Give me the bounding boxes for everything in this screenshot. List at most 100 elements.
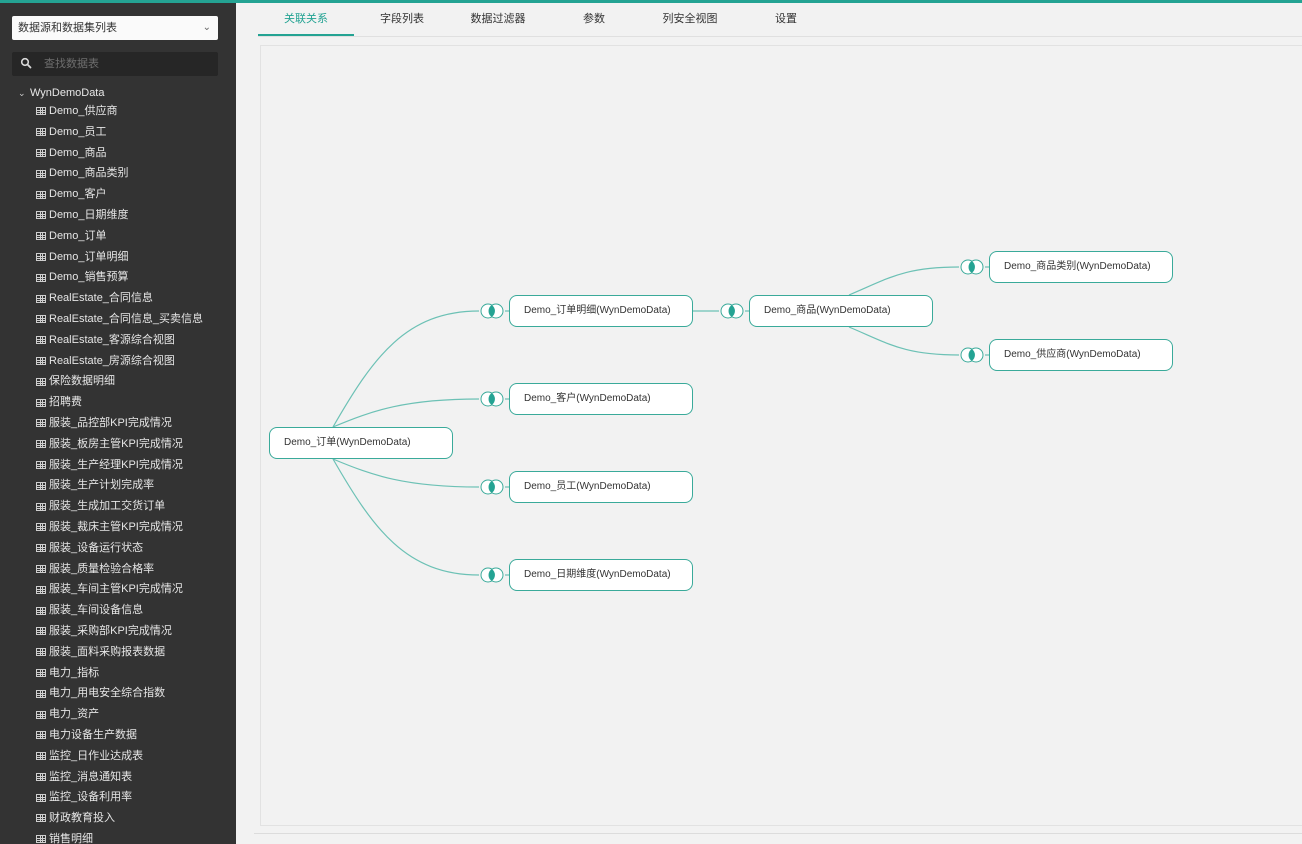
tab-3[interactable]: 参数 xyxy=(583,13,605,25)
table-list-item[interactable]: Demo_销售预算 xyxy=(36,267,203,288)
table-list-item[interactable]: 财政教育投入 xyxy=(36,808,203,829)
table-node-order[interactable]: Demo_订单(WynDemoData) xyxy=(269,427,453,459)
table-list-item[interactable]: 服装_板房主管KPI完成情况 xyxy=(36,434,203,455)
tab-0[interactable]: 关联关系 xyxy=(258,3,354,36)
table-icon xyxy=(36,294,46,303)
search-input[interactable]: 查找数据表 xyxy=(12,52,218,76)
tab-2[interactable]: 数据过滤器 xyxy=(470,13,526,25)
relationship-link[interactable] xyxy=(332,310,480,428)
table-list-item-label: RealEstate_合同信息_买卖信息 xyxy=(49,312,204,325)
table-list-item[interactable]: Demo_客户 xyxy=(36,184,203,205)
relationship-link[interactable] xyxy=(332,398,480,428)
table-list-item[interactable]: Demo_订单明细 xyxy=(36,247,203,268)
table-list-item-label: Demo_日期维度 xyxy=(49,208,129,221)
table-icon xyxy=(36,169,46,178)
table-list-item-label: 服装_采购部KPI完成情况 xyxy=(49,624,172,637)
inner-join-icon[interactable] xyxy=(479,567,505,583)
table-list-item[interactable]: RealEstate_合同信息_买卖信息 xyxy=(36,309,203,330)
table-list-item-label: Demo_客户 xyxy=(49,188,107,201)
bottom-divider xyxy=(254,833,1302,834)
table-icon xyxy=(36,752,46,761)
relationship-link[interactable] xyxy=(332,458,480,576)
datasource-select[interactable]: 数据源和数据集列表 ⌄ xyxy=(12,16,218,40)
relationship-link[interactable] xyxy=(848,266,960,296)
table-list-item[interactable]: 保险数据明细 xyxy=(36,371,203,392)
table-icon xyxy=(36,481,46,490)
table-list-item-label: RealEstate_客源综合视图 xyxy=(49,333,175,346)
table-list-item[interactable]: 监控_消息通知表 xyxy=(36,767,203,788)
table-list-item[interactable]: 招聘费 xyxy=(36,392,203,413)
table-list-item[interactable]: 销售明细 xyxy=(36,829,203,844)
table-list-item[interactable]: Demo_商品类别 xyxy=(36,163,203,184)
inner-join-icon[interactable] xyxy=(959,347,985,363)
table-icon xyxy=(36,107,46,116)
table-list-item-label: 服装_质量检验合格率 xyxy=(49,562,155,575)
inner-join-icon[interactable] xyxy=(479,479,505,495)
table-list-item[interactable]: 电力设备生产数据 xyxy=(36,725,203,746)
table-list-item[interactable]: RealEstate_合同信息 xyxy=(36,288,203,309)
table-icon xyxy=(36,731,46,740)
table-icon xyxy=(36,273,46,282)
table-icon xyxy=(36,585,46,594)
table-icon xyxy=(36,232,46,241)
table-node-date-dim[interactable]: Demo_日期维度(WynDemoData) xyxy=(509,559,693,591)
tab-5[interactable]: 设置 xyxy=(775,13,797,25)
table-list-item[interactable]: 服装_采购部KPI完成情况 xyxy=(36,621,203,642)
table-icon xyxy=(36,190,46,199)
inner-join-icon[interactable] xyxy=(479,391,505,407)
table-list-item[interactable]: Demo_供应商 xyxy=(36,101,203,122)
table-icon xyxy=(36,668,46,677)
table-list-item[interactable]: 服装_质量检验合格率 xyxy=(36,559,203,580)
relationship-link[interactable] xyxy=(332,458,480,488)
table-list-item[interactable]: 服装_车间设备信息 xyxy=(36,600,203,621)
table-list-item[interactable]: Demo_商品 xyxy=(36,143,203,164)
table-list-item[interactable]: 电力_用电安全综合指数 xyxy=(36,683,203,704)
table-list-item[interactable]: Demo_日期维度 xyxy=(36,205,203,226)
table-list-item-label: 监控_消息通知表 xyxy=(49,770,133,783)
table-list-item-label: Demo_供应商 xyxy=(49,105,118,117)
table-node-order-detail[interactable]: Demo_订单明细(WynDemoData) xyxy=(509,295,693,327)
table-list-item[interactable]: 服装_生成加工交货订单 xyxy=(36,496,203,517)
table-list-item[interactable]: 服装_面料采购报表数据 xyxy=(36,642,203,663)
table-list-item[interactable]: 服装_裁床主管KPI完成情况 xyxy=(36,517,203,538)
table-node-supplier[interactable]: Demo_供应商(WynDemoData) xyxy=(989,339,1173,371)
table-list-item[interactable]: 服装_车间主管KPI完成情况 xyxy=(36,579,203,600)
table-list-item[interactable]: 服装_设备运行状态 xyxy=(36,538,203,559)
table-icon xyxy=(36,336,46,345)
table-list-item[interactable]: 服装_生产经理KPI完成情况 xyxy=(36,455,203,476)
table-list-item[interactable]: 电力_资产 xyxy=(36,704,203,725)
table-icon xyxy=(36,835,46,844)
table-icon xyxy=(36,710,46,719)
table-node-employee[interactable]: Demo_员工(WynDemoData) xyxy=(509,471,693,503)
table-list-item[interactable]: RealEstate_房源综合视图 xyxy=(36,351,203,372)
search-placeholder: 查找数据表 xyxy=(44,58,99,70)
tab-4[interactable]: 列安全视图 xyxy=(662,13,718,25)
table-list-item[interactable]: RealEstate_客源综合视图 xyxy=(36,330,203,351)
table-list-item[interactable]: Demo_订单 xyxy=(36,226,203,247)
tab-1[interactable]: 字段列表 xyxy=(380,13,424,25)
sidebar: 数据源和数据集列表 ⌄ 查找数据表 ⌄WynDemoData Demo_供应商 D… xyxy=(0,3,236,844)
relationship-diagram-canvas[interactable]: Demo_订单(WynDemoData) Demo_订单明细(WynDemoDat… xyxy=(260,45,1302,826)
table-list-item[interactable]: 监控_日作业达成表 xyxy=(36,746,203,767)
table-list-item-label: 服装_车间主管KPI完成情况 xyxy=(49,583,183,596)
top-accent-bar xyxy=(0,0,1302,3)
table-icon xyxy=(36,440,46,449)
table-node-category[interactable]: Demo_商品类别(WynDemoData) xyxy=(989,251,1173,283)
inner-join-icon[interactable] xyxy=(959,259,985,275)
tree-root-wyndemodata[interactable]: ⌄WynDemoData xyxy=(18,83,104,103)
table-node-customer[interactable]: Demo_客户(WynDemoData) xyxy=(509,383,693,415)
table-list-item[interactable]: 服装_生产计划完成率 xyxy=(36,475,203,496)
table-list-item[interactable]: 监控_设备利用率 xyxy=(36,787,203,808)
table-icon xyxy=(36,128,46,137)
chevron-down-icon[interactable]: ⌄ xyxy=(18,88,26,98)
relationship-link[interactable] xyxy=(848,326,960,356)
table-icon xyxy=(36,377,46,386)
table-list-item[interactable]: 电力_指标 xyxy=(36,663,203,684)
table-list-item[interactable]: Demo_员工 xyxy=(36,122,203,143)
table-list-item-label: 监控_设备利用率 xyxy=(49,791,133,804)
table-list-item[interactable]: 服装_品控部KPI完成情况 xyxy=(36,413,203,434)
inner-join-icon[interactable] xyxy=(479,303,505,319)
inner-join-icon[interactable] xyxy=(719,303,745,319)
table-list-item-label: 电力_资产 xyxy=(49,708,100,721)
table-node-product[interactable]: Demo_商品(WynDemoData) xyxy=(749,295,933,327)
